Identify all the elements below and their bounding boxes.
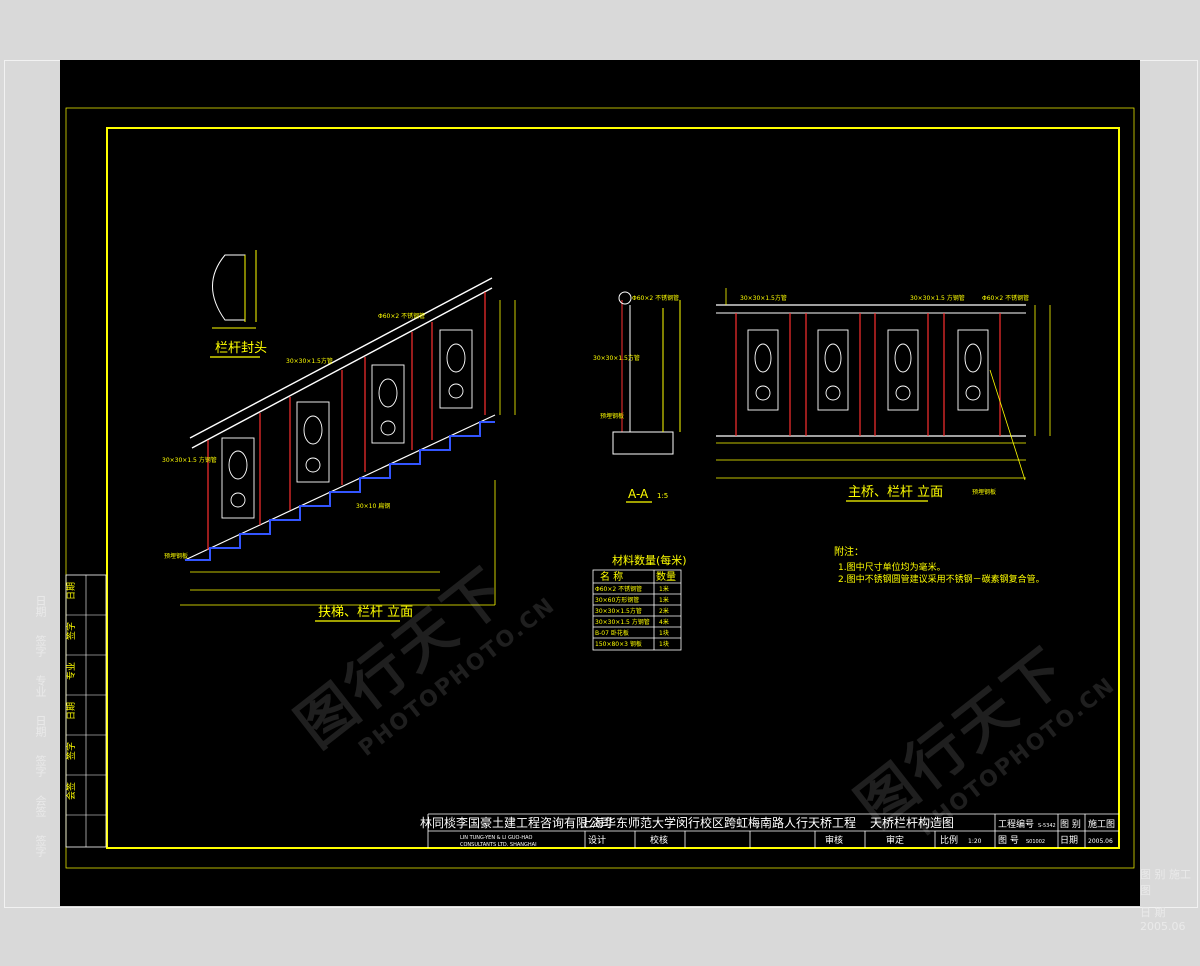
title-block xyxy=(427,813,1119,848)
phase-value: 施工图 xyxy=(1088,818,1115,830)
section-callout-tube: 30×30×1.5方管 xyxy=(593,354,640,362)
table-cell: 1块 xyxy=(659,629,669,637)
stair-elevation-title: 扶梯、栏杆 立面 xyxy=(318,605,413,620)
materials-table-title: 材料数量(每米) xyxy=(612,553,687,567)
table-cell: 1米 xyxy=(659,585,669,593)
company-en-2: CONSULTANTS LTD. SHANGHAI xyxy=(460,842,537,848)
date-value: 2005.06 xyxy=(1088,838,1113,845)
section-callout-handrail: Φ60×2 不锈钢管 xyxy=(632,294,679,302)
table-cell: B-07 卧花板 xyxy=(595,629,629,637)
strip-cell: 签字 xyxy=(34,635,47,657)
phase-label: 图 别 xyxy=(1060,819,1081,830)
handrail-cap-detail xyxy=(212,250,257,329)
outer-frame xyxy=(65,107,1135,869)
table-header-name: 名 称 xyxy=(600,570,623,583)
drawing-no-label: 图 号 xyxy=(998,835,1019,846)
table-cell: 30×30×1.5 方钢管 xyxy=(595,618,650,626)
drawing-no-value: S01002 xyxy=(1026,839,1045,845)
project-no-value: S-5342 xyxy=(1038,823,1056,829)
table-cell: Φ60×2 不锈钢管 xyxy=(595,585,642,593)
drawing-title: 天桥栏杆构造图 xyxy=(870,815,954,830)
scale-label: 比例 xyxy=(940,834,958,846)
strip-cell: 签字 xyxy=(34,755,47,777)
strip-cell: 签字 xyxy=(34,835,47,857)
signature-label: 日期 xyxy=(66,582,77,600)
notes-title: 附注： xyxy=(834,545,864,558)
main-callout-tube2: 30×30×1.5 方钢管 xyxy=(910,294,965,302)
review-label: 审核 xyxy=(825,834,843,846)
strip-cell: 日期 xyxy=(34,715,47,737)
section-callout-anchor: 预埋钢板 xyxy=(600,412,624,420)
stair-callout-handrail: Φ60×2 不锈钢管 xyxy=(378,312,425,320)
main-elevation xyxy=(716,288,1051,481)
signature-label: 签字 xyxy=(65,622,77,640)
table-cell: 4米 xyxy=(659,618,669,626)
table-cell: 1块 xyxy=(659,640,669,648)
approve-label: 审定 xyxy=(886,834,904,846)
strip-cell: 日期 xyxy=(34,595,47,617)
handrail-cap-title: 栏杆封头 xyxy=(215,341,267,356)
company-name: 林同棪李国豪土建工程咨询有限公司 xyxy=(420,815,612,830)
stair-elevation xyxy=(180,277,516,606)
date-label: 日期 xyxy=(1060,835,1078,846)
drawing-border xyxy=(106,127,1120,849)
signature-label: 专业 xyxy=(65,662,77,680)
cad-drawing: 日期 签字 专业 日期 签字 会签 栏杆封头 xyxy=(65,107,1135,869)
strip-cell: 会签 xyxy=(34,795,47,817)
main-elevation-title: 主桥、栏杆 立面 xyxy=(848,485,943,500)
note-line-1: 1.图中尺寸单位均为毫米。 xyxy=(838,561,946,573)
scale-value: 1:20 xyxy=(968,838,982,845)
left-signature-strip: 日期 签字 专业 日期 签字 会签 签字 xyxy=(0,588,52,908)
stair-callout-anchor: 预埋钢板 xyxy=(164,552,188,560)
company-en-1: LIN TUNG-YEN & LI GUO-HAO xyxy=(460,835,533,841)
table-cell: 30×60方形钢管 xyxy=(595,596,639,604)
table-cell: 2米 xyxy=(659,607,669,615)
strip-cell: 专业 xyxy=(34,675,47,697)
section-aa xyxy=(612,291,681,455)
section-aa-title: A-A xyxy=(628,487,649,501)
project-no-label: 工程编号 xyxy=(998,818,1034,830)
stair-callout-tube2: 30×30×1.5 方钢管 xyxy=(162,456,217,464)
main-callout-anchor: 预埋钢板 xyxy=(972,488,996,496)
signature-label: 日期 xyxy=(66,702,77,720)
stair-callout-tube: 30×30×1.5方管 xyxy=(286,357,333,365)
note-line-2: 2.图中不锈钢圆管建议采用不锈钢－碳素钢复合管。 xyxy=(838,573,1045,585)
stair-callout-flat: 30×10 扁钢 xyxy=(356,502,390,510)
right-title-fragment: 图 别 施工图 日 期 2005.06 xyxy=(1140,860,1200,933)
signature-label: 会签 xyxy=(65,782,77,800)
design-label: 设计 xyxy=(588,834,606,846)
table-header-qty: 数量 xyxy=(656,570,676,583)
cad-sheet: 日期 签字 专业 日期 签字 会签 栏杆封头 xyxy=(60,60,1140,906)
section-aa-scale: 1:5 xyxy=(657,492,668,500)
right-phase: 图 别 施工图 xyxy=(1140,868,1191,897)
project-name: 上海华东师范大学闵行校区跨虹梅南路人行天桥工程 xyxy=(580,815,856,830)
table-cell: 150×80×3 钢板 xyxy=(595,640,642,648)
table-cell: 1米 xyxy=(659,596,669,604)
materials-table xyxy=(592,569,682,651)
right-date: 日 期 2005.06 xyxy=(1140,906,1186,933)
signature-label: 签字 xyxy=(65,742,77,760)
table-cell: 30×30×1.5方管 xyxy=(595,607,642,615)
check-label: 校核 xyxy=(650,834,668,846)
main-callout-handrail: Φ60×2 不锈钢管 xyxy=(982,294,1029,302)
main-callout-tube: 30×30×1.5方管 xyxy=(740,294,787,302)
